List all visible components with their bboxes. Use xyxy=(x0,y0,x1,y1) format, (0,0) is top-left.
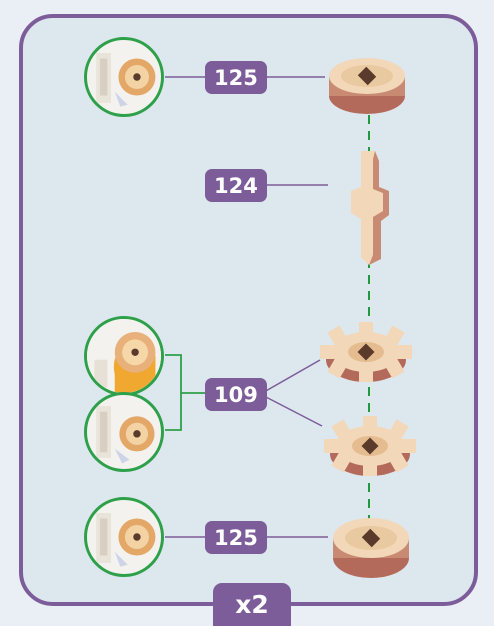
gear-detail-icon xyxy=(87,319,161,393)
hub-detail-icon xyxy=(87,40,161,114)
round-hub-icon xyxy=(329,510,413,584)
part-number-badge: 109 xyxy=(205,378,267,411)
thumbnail-detail-3 xyxy=(84,392,164,472)
thumbnail-bracket xyxy=(165,355,205,430)
thumbnail-detail-1 xyxy=(84,37,164,117)
shaft-icon xyxy=(343,147,395,269)
quantity-multiplier: x2 xyxy=(213,583,291,626)
thumbnail-detail-2 xyxy=(84,316,164,396)
part-number-badge: 125 xyxy=(205,521,267,554)
round-hub-icon xyxy=(325,50,409,120)
gear-detail-icon xyxy=(87,395,161,469)
part-line-3a xyxy=(264,360,320,392)
part-number-badge: 125 xyxy=(205,61,267,94)
part-line-3b xyxy=(264,396,322,426)
part-number-badge: 124 xyxy=(205,169,267,202)
hub-detail-icon xyxy=(87,500,161,574)
gear-icon xyxy=(316,308,416,388)
gear-icon xyxy=(320,402,420,486)
thumbnail-detail-4 xyxy=(84,497,164,577)
